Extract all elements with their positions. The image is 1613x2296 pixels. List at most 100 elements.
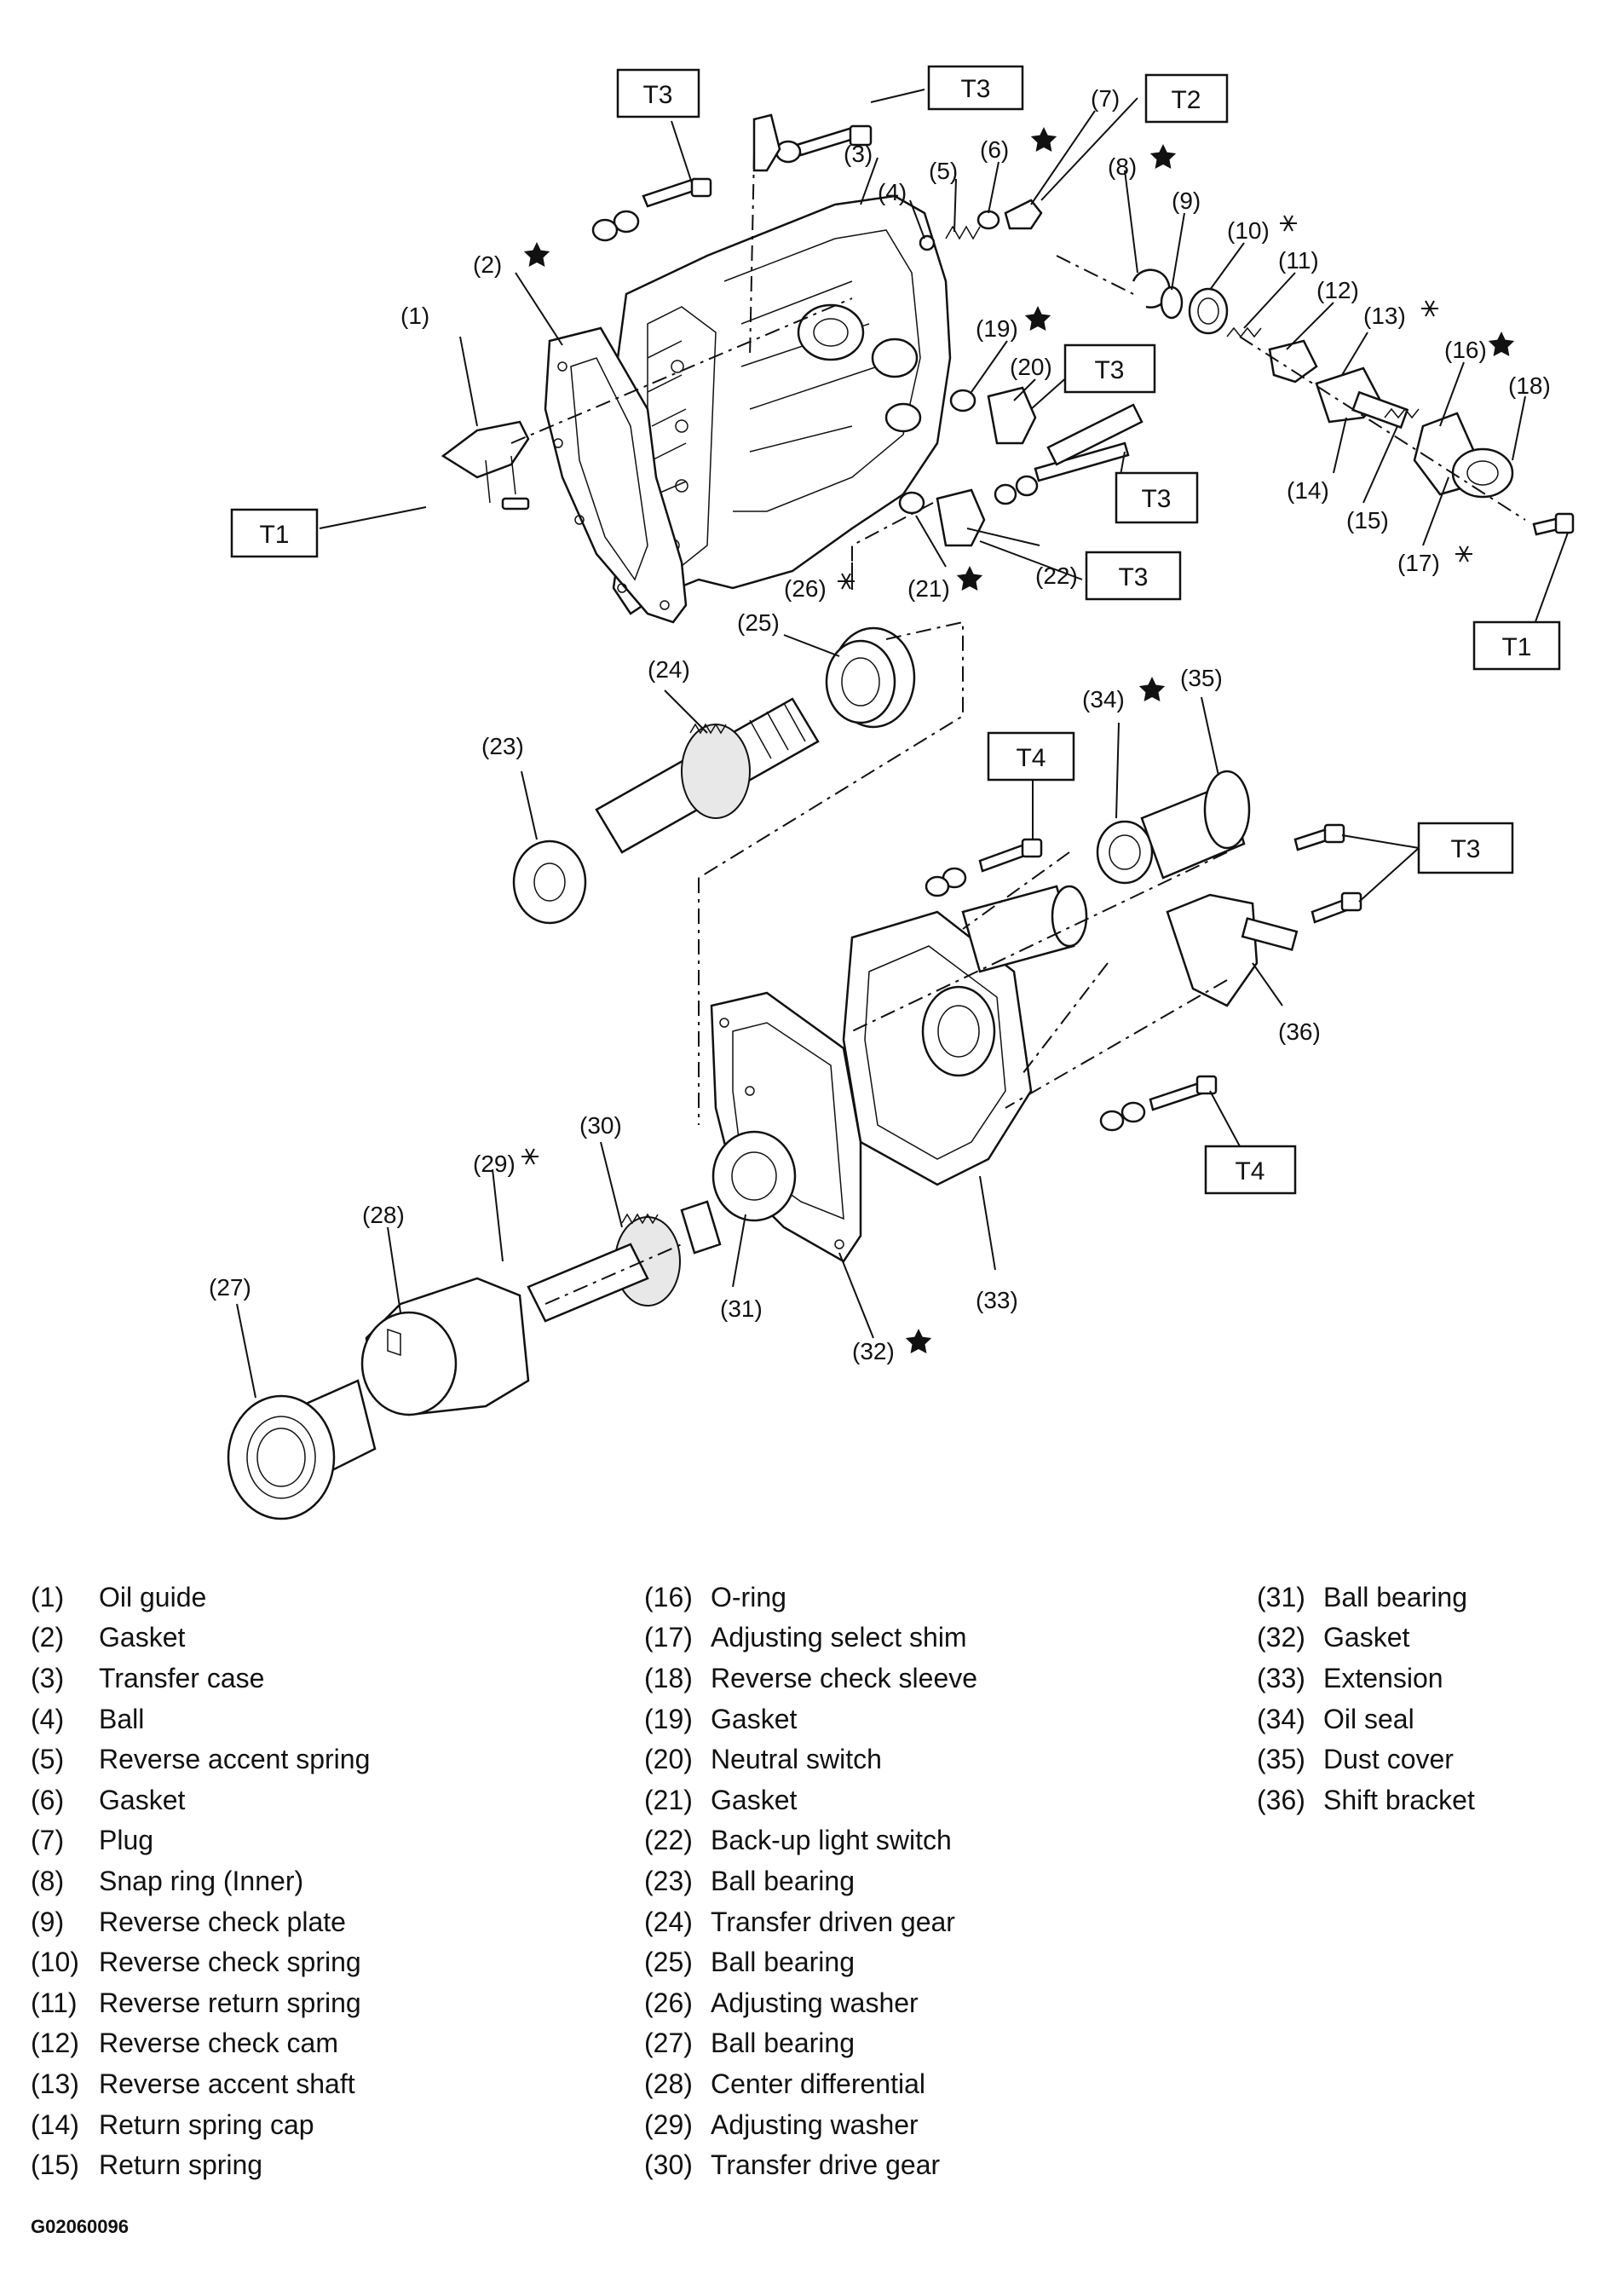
legend-item-number: (8) (31, 1865, 65, 1896)
svg-text:T3: T3 (642, 81, 672, 109)
legend-item-name: Extension (1323, 1662, 1443, 1693)
legend-item: (1)Oil guide (31, 1577, 370, 1618)
parts-legend: (1)Oil guide(2)Gasket(3) Transfer case (4)… (0, 1577, 1613, 2259)
torque-box-t3-d: T3 (1115, 471, 1199, 524)
legend-item-name: Snap ring (Inner) (99, 1865, 304, 1896)
legend-item: (30)Transfer drive gear (644, 2144, 977, 2185)
asterisk-icon (1280, 215, 1297, 232)
legend-item: (12)Reverse check cam (31, 2023, 370, 2064)
legend-item-name: Reverse check spring (99, 1947, 361, 1978)
legend-item: (27)Ball bearing (644, 2023, 977, 2064)
callout-17: (17) (1397, 550, 1440, 576)
star-icon (523, 242, 550, 267)
legend-item: (17)Adjusting select shim (644, 1618, 977, 1659)
legend-item-number: (6) (31, 1784, 65, 1815)
svg-text:T3: T3 (1141, 485, 1171, 513)
bolts-top (591, 113, 873, 242)
legend-item: (22)Back-up light switch (644, 1820, 977, 1861)
star-icon (1149, 144, 1177, 169)
svg-text:T3: T3 (1094, 356, 1124, 384)
callout-26: (26) (784, 575, 827, 602)
figure-code: G02060096 (31, 2216, 129, 2237)
legend-item: (16)O-ring (644, 1577, 977, 1618)
switches-19-22 (898, 386, 1144, 547)
torque-leader-lines (319, 89, 1569, 1147)
legend-item-number: (12) (31, 2028, 79, 2059)
torque-box-t3-f: T3 (1417, 822, 1514, 874)
legend-item: (24)Transfer driven gear (644, 1901, 977, 1942)
legend-item-number: (18) (644, 1662, 693, 1693)
legend-item: (9)Reverse check plate (31, 1901, 370, 1942)
callout-8: (8) (1108, 153, 1137, 180)
star-icon (956, 566, 983, 591)
legend-item-name: Ball bearing (711, 1865, 855, 1896)
callout-5: (5) (929, 158, 958, 184)
legend-item: (34)Oil seal (1257, 1699, 1475, 1739)
callout-23: (23) (481, 733, 524, 759)
callout-35: (35) (1180, 665, 1223, 691)
callout-34: (34) (1082, 686, 1125, 712)
legend-item: (36)Shift bracket (1257, 1780, 1475, 1820)
legend-item: (33) Extension (1257, 1658, 1475, 1699)
legend-column-3: (31)Ball bearing(32)Gasket(33)Extension(… (1257, 1577, 1475, 1820)
callout-15: (15) (1346, 507, 1389, 534)
legend-item: (19)Gasket (644, 1699, 977, 1739)
legend-item: (18)Reverse check sleeve (644, 1658, 977, 1699)
legend-item: (20)Neutral switch (644, 1739, 977, 1780)
legend-item-number: (33) (1257, 1662, 1305, 1693)
legend-item: (8) Snap ring (Inner) (31, 1860, 370, 1901)
assembly-guide-lines (510, 153, 1526, 1305)
asterisk-icon (1455, 545, 1472, 562)
legend-item-number: (20) (644, 1744, 693, 1775)
legend-item-name: Gasket (711, 1784, 798, 1815)
svg-text:T4: T4 (1235, 1157, 1264, 1185)
legend-item: (21)Gasket (644, 1780, 977, 1820)
legend-item-name: Ball (99, 1703, 145, 1734)
legend-item-name: Transfer case (99, 1662, 265, 1693)
svg-text:T3: T3 (960, 75, 990, 103)
legend-column-2: (16)O-ring(17)Adjusting select shim(18)R… (644, 1577, 977, 2185)
star-icon (1024, 306, 1051, 331)
legend-item-number: (3) (31, 1662, 65, 1693)
legend-item-name: Oil seal (1323, 1703, 1414, 1734)
legend-item: (28)Center differential (644, 2063, 977, 2104)
legend-item: (29)Adjusting washer (644, 2104, 977, 2145)
svg-text:T1: T1 (1501, 633, 1531, 661)
legend-item-number: (7) (31, 1825, 65, 1856)
legend-item: (11)Reverse return spring (31, 1982, 370, 2023)
legend-column-1: (1)Oil guide(2)Gasket(3) Transfer case (4)… (31, 1577, 370, 2185)
replace-symbols (521, 127, 1515, 1353)
legend-item: (2)Gasket (31, 1618, 370, 1659)
legend-item-number: (4) (31, 1703, 65, 1734)
reverse-check-assembly (1132, 268, 1575, 536)
legend-item-number: (26) (644, 1987, 693, 2018)
legend-item-name: Transfer drive gear (711, 2149, 941, 2181)
legend-item-number: (22) (644, 1825, 693, 1856)
legend-item: (10)Reverse check spring (31, 1941, 370, 1982)
legend-item-number: (19) (644, 1703, 693, 1734)
torque-box-t2: T2 (1144, 73, 1229, 124)
callout-21: (21) (907, 575, 950, 602)
legend-item: (6)Gasket (31, 1780, 370, 1820)
callout-31: (31) (720, 1295, 763, 1322)
legend-item-number: (28) (644, 2068, 693, 2099)
legend-item-name: Ball bearing (711, 1947, 855, 1978)
torque-box-t3-c: T3 (1063, 343, 1156, 394)
legend-item-name: Gasket (1323, 1622, 1410, 1653)
callout-19: (19) (976, 315, 1018, 342)
callout-24: (24) (648, 656, 690, 683)
legend-item-number: (1) (31, 1581, 65, 1612)
torque-box-t4-b: T4 (1204, 1145, 1297, 1195)
callout-6: (6) (980, 136, 1009, 163)
callout-22: (22) (1035, 562, 1078, 589)
callout-10: (10) (1227, 217, 1270, 244)
legend-item-name: Gasket (99, 1622, 186, 1653)
legend-item-name: O-ring (711, 1581, 786, 1612)
legend-item-name: Reverse check plate (99, 1906, 346, 1937)
oil-guide-part (441, 420, 530, 511)
legend-item: (14)Return spring cap (31, 2104, 370, 2145)
callout-25: (25) (737, 609, 780, 636)
legend-item-number: (36) (1257, 1784, 1305, 1815)
legend-item: (3) Transfer case (31, 1658, 370, 1699)
callout-16: (16) (1444, 337, 1487, 363)
